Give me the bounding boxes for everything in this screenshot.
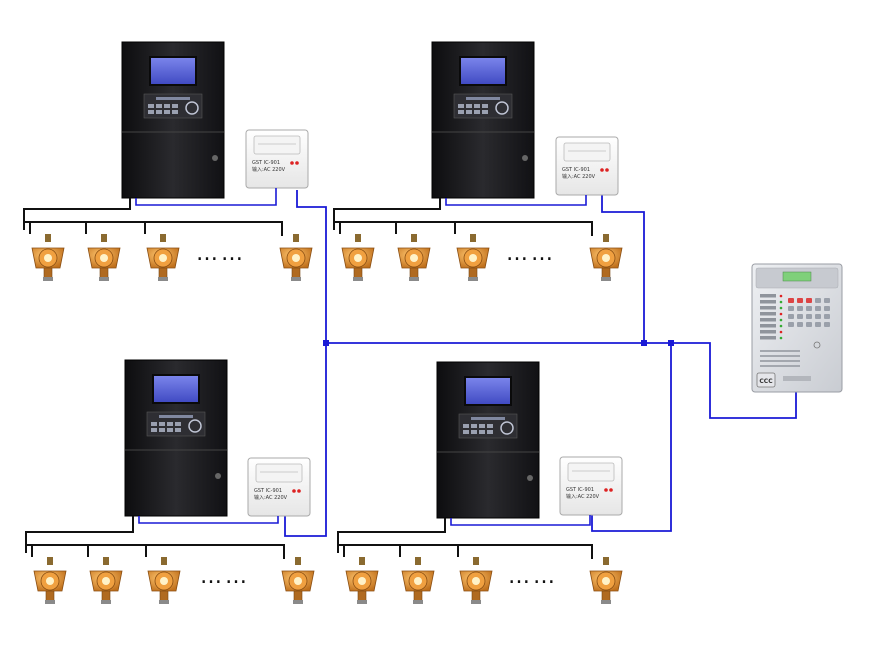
ccc-badge: CCC [759, 378, 773, 385]
bus-junction [323, 340, 329, 346]
gas-detector-icon [456, 234, 490, 281]
ellipsis-label: …… [196, 241, 246, 266]
gas-detector-icon [401, 557, 435, 604]
gas-detector-icon [589, 557, 623, 604]
gas-detector-icon [281, 557, 315, 604]
bus-link-1 [296, 190, 327, 343]
gas-detector-icon [397, 234, 431, 281]
sensor-bus [25, 516, 285, 559]
gas-detector-icon [146, 234, 180, 281]
sensor-bus [337, 518, 593, 559]
gas-detector-icon [341, 234, 375, 281]
controller-printer-link [138, 516, 279, 524]
controller-cabinet [124, 359, 228, 517]
wire [338, 544, 593, 559]
ellipsis-label: …… [200, 564, 250, 589]
wire [24, 221, 283, 236]
gas-detector-icon [345, 557, 379, 604]
controller-printer-link [450, 515, 591, 526]
bus-link-4 [591, 343, 672, 532]
gas-detector-icon [459, 557, 493, 604]
wire [25, 516, 134, 553]
fire-alarm-panel: CCC [751, 263, 843, 393]
wire [333, 198, 441, 230]
gas-detector-icon [89, 557, 123, 604]
gas-detector-icon [279, 234, 313, 281]
ellipsis-label: …… [508, 564, 558, 589]
gas-detector-icon [31, 234, 65, 281]
controller-cabinet [431, 41, 535, 199]
wire [23, 198, 131, 230]
bus-junction [668, 340, 674, 346]
bus-trunk [326, 342, 797, 419]
bus-junction [641, 340, 647, 346]
gas-detector-icon [87, 234, 121, 281]
bus-link-3 [284, 343, 327, 537]
bus-link-2 [601, 192, 645, 343]
gas-detector-icon [589, 234, 623, 281]
controller-printer-link [445, 195, 587, 206]
controller-cabinet [121, 41, 225, 199]
communication-bus [284, 190, 797, 537]
sensor-bus [333, 198, 593, 236]
gas-detector-icon [147, 557, 181, 604]
gas-detector-icon [33, 557, 67, 604]
wire [337, 518, 446, 553]
controller-printer-link [135, 188, 277, 206]
ellipsis-label: …… [506, 241, 556, 266]
wire [26, 544, 285, 559]
sensor-bus [23, 198, 283, 236]
controller-cabinet [436, 361, 540, 519]
wire [334, 221, 593, 236]
